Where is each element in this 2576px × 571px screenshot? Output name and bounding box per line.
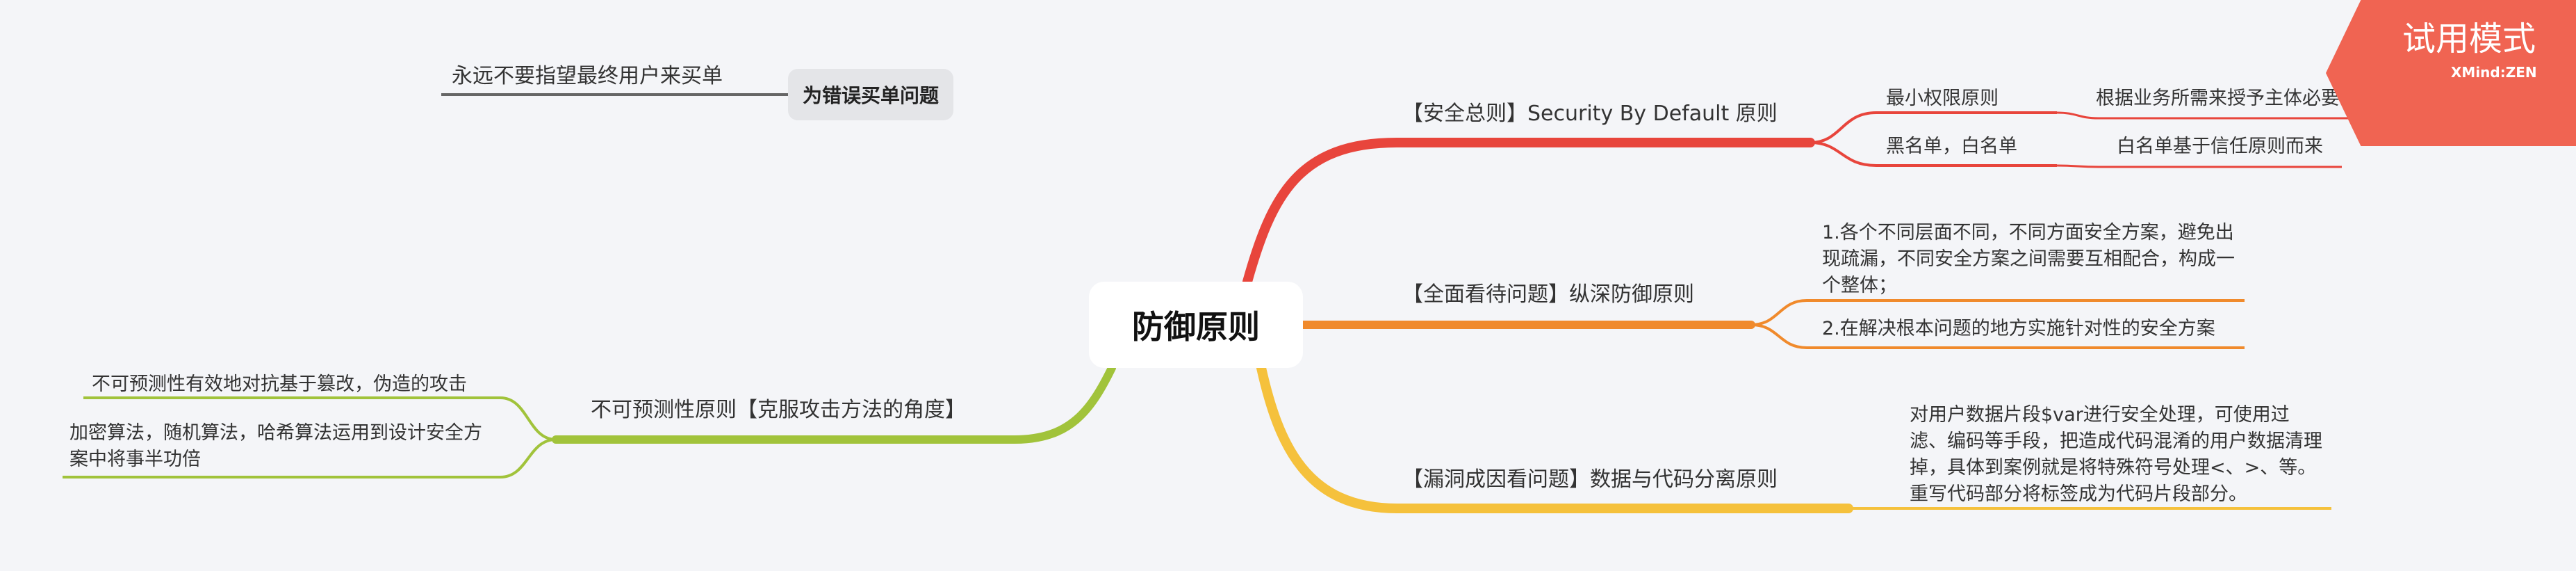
connector-main-data-code-separation	[1256, 363, 1853, 513]
central-topic[interactable]: 防御原则	[1089, 282, 1303, 368]
connector-sub-unpredictability-1	[83, 396, 557, 441]
connector-leaf-whitelist	[2056, 164, 2342, 168]
branch-data-code-separation[interactable]: 【漏洞成因看问题】数据与代码分离原则	[1402, 467, 1778, 492]
subtopic-counter-tampering[interactable]: 不可预测性有效地对抗基于篡改，伪造的攻击	[92, 373, 467, 395]
subtopic-defense-layers[interactable]: 1.各个不同层面不同，不同方面安全方案，避免出现疏漏，不同安全方案之间需要互相配…	[1822, 222, 2235, 296]
connector-sub-least-privilege	[1810, 111, 2057, 144]
leaf-whitelist-detail[interactable]: 白名单基于信任原则而来	[2117, 136, 2323, 157]
floating-topic-note[interactable]: 永远不要指望最终用户来买单	[452, 64, 723, 88]
connector-main-unpredictability	[552, 364, 1116, 444]
connector-sub-blacklist	[1810, 141, 2057, 167]
subtopic-data-sanitization[interactable]: 对用户数据片段$var进行安全处理，可使用过滤、编码等手段，把造成代码混淆的用户…	[1910, 404, 2322, 505]
connector-sub-defense-2	[1750, 323, 2245, 349]
branch-defense-in-depth[interactable]: 【全面看待问题】纵深防御原则	[1402, 282, 1694, 307]
connector-sub-defense-1	[1750, 299, 2245, 326]
subtopic-blacklist-whitelist[interactable]: 黑名单，白名单	[1886, 136, 2017, 157]
branch-security-default[interactable]: 【安全总则】Security By Default 原则	[1402, 102, 1778, 126]
connector-sub-unpredictability-2	[63, 438, 557, 478]
xmind-brand-label: XMind:ZEN	[2451, 64, 2537, 81]
trial-mode-label: 试用模式	[2402, 19, 2536, 58]
floating-topic[interactable]: 为错误买单问题	[788, 69, 953, 120]
trial-mode-badge[interactable]: 试用模式 XMind:ZEN	[2326, 0, 2576, 146]
connector-leaf-least-privilege	[2056, 111, 2516, 120]
subtopic-crypto-algorithms[interactable]: 加密算法，随机算法，哈希算法运用到设计安全方案中将事半功倍	[69, 422, 482, 470]
connector-main-security	[1242, 138, 1815, 287]
branch-unpredictability[interactable]: 不可预测性原则【克服攻击方法的角度】	[591, 398, 966, 422]
subtopic-targeted-solution[interactable]: 2.在解决根本问题的地方实施针对性的安全方案	[1822, 318, 2215, 339]
subtopic-least-privilege[interactable]: 最小权限原则	[1886, 88, 1999, 109]
